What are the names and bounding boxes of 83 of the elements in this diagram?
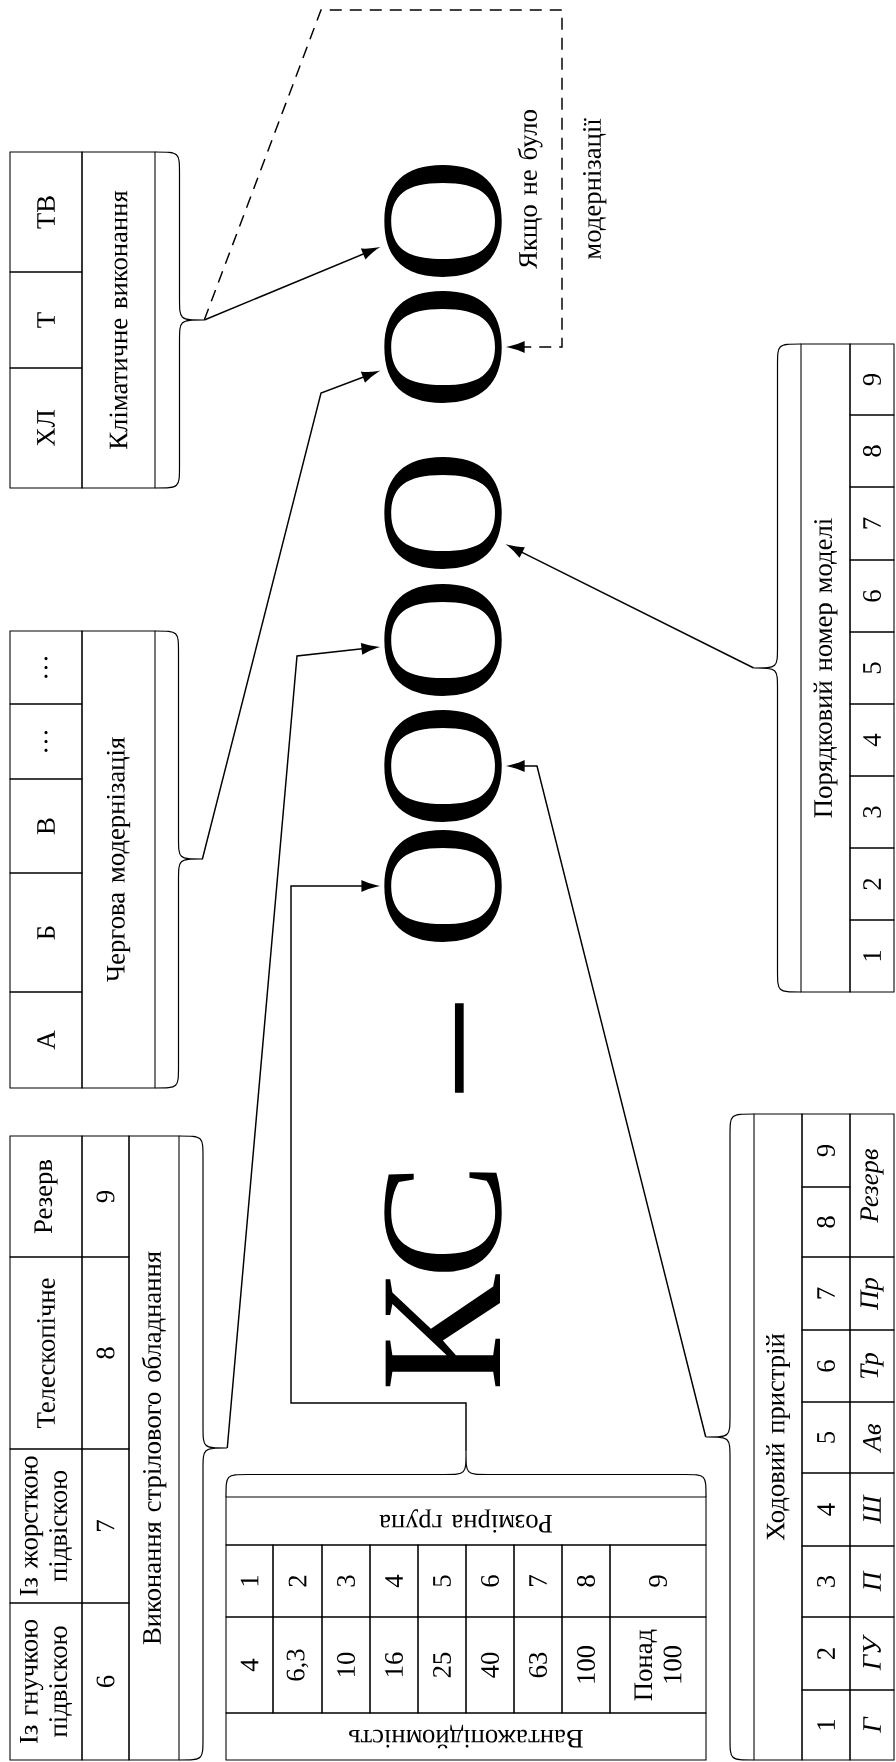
table-cell: 16	[369, 1616, 419, 1714]
table-cell: 9	[801, 1113, 851, 1188]
table-cell: …	[9, 703, 83, 780]
table-cell: Понад 100	[609, 1616, 707, 1714]
table-cell: 8	[801, 1186, 851, 1258]
table-cell: 1	[801, 1689, 851, 1761]
code-letter: О	[384, 710, 502, 822]
table-cell: 2	[849, 847, 895, 921]
table-cell: Г	[849, 1689, 895, 1761]
table-cell: Телескопічне	[9, 1256, 83, 1450]
arrow	[203, 247, 378, 321]
arrow	[507, 545, 755, 669]
arrow	[508, 760, 707, 1438]
code-letter: О	[384, 165, 502, 277]
code-letter: О	[384, 457, 502, 569]
table-cell: 4	[225, 1616, 274, 1714]
code-letter: О	[384, 291, 502, 403]
table-cell: 3	[801, 1545, 851, 1618]
code-letter: О	[384, 830, 502, 942]
table-cell: Ав	[849, 1401, 895, 1474]
table-cell: ТВ	[9, 151, 83, 273]
table-cell: Резерв	[9, 1135, 83, 1258]
table-cell: 10	[321, 1616, 371, 1714]
table-cell: 6	[849, 559, 895, 633]
table-cell: 8	[849, 414, 895, 488]
table-cell: 9	[609, 1544, 707, 1618]
code-dash: –	[454, 1003, 464, 1093]
table-cell: 1	[849, 919, 895, 993]
table-cell: …	[9, 630, 83, 705]
table-cell: 5	[417, 1544, 467, 1618]
table-cell: 40	[465, 1616, 515, 1714]
table-cell: П	[849, 1545, 895, 1618]
table-cell: 3	[321, 1544, 371, 1618]
table-cell: 63	[513, 1616, 563, 1714]
code-letter: О	[384, 584, 502, 696]
table-cell: Резерв	[849, 1113, 895, 1258]
table-cell: Кліматичне виконання	[81, 151, 156, 489]
table-cell: ХЛ	[9, 367, 83, 489]
table-cell: 6	[81, 1602, 130, 1761]
table-cell: 6,3	[272, 1616, 323, 1714]
table-cell: Порядковий номер моделі	[800, 343, 851, 993]
table-cell: Виконання стрілового обладнання	[128, 1135, 180, 1761]
note-text: Якщо не було модернізації	[517, 110, 607, 269]
table-cell: 5	[849, 631, 895, 705]
table-cell: 7	[849, 486, 895, 561]
table-cell: 6	[465, 1544, 515, 1618]
arrow	[201, 371, 378, 861]
table-cell: Ш	[849, 1472, 895, 1547]
table-cell: 9	[81, 1135, 130, 1258]
table-cell: 8	[81, 1256, 130, 1450]
table-cell: Із гнучкою підвіскою	[9, 1602, 83, 1761]
table-cell: 9	[849, 343, 895, 416]
table-cell: 1	[225, 1544, 274, 1618]
table-cell: Тр	[849, 1329, 895, 1403]
table-cell: Вантажопідйомність	[225, 1712, 707, 1761]
arrow	[290, 880, 467, 1453]
table-cell: 4	[801, 1472, 851, 1547]
table-cell: 7	[81, 1448, 130, 1604]
table-cell: 2	[272, 1544, 323, 1618]
table-cell: 7	[513, 1544, 563, 1618]
table-cell: 5	[801, 1401, 851, 1474]
arrow	[203, 9, 563, 353]
table-cell: 2	[801, 1616, 851, 1691]
table-cell: 4	[849, 703, 895, 777]
table-cell: 8	[561, 1544, 611, 1618]
table-cell: Розмірна група	[225, 1496, 707, 1546]
table-cell: Т	[9, 271, 83, 369]
table-cell: ГУ	[849, 1616, 895, 1691]
table-cell: Б	[9, 872, 83, 993]
table-cell: Ходовий пристрій	[753, 1113, 803, 1761]
table-cell: 100	[561, 1616, 611, 1714]
code-letters: КС	[384, 1172, 502, 1387]
table-cell: Чергова модернізація	[81, 630, 156, 1089]
table-cell: 4	[369, 1544, 419, 1618]
table-cell: 6	[801, 1329, 851, 1403]
arrow	[226, 643, 378, 1449]
table-cell: В	[9, 778, 83, 874]
table-cell: 7	[801, 1256, 851, 1331]
table-cell: 25	[417, 1616, 467, 1714]
table-cell: 3	[849, 775, 895, 849]
table-cell: Пр	[849, 1256, 895, 1331]
table-cell: Із жорсткою підвіскою	[9, 1448, 83, 1604]
table-cell: А	[9, 991, 83, 1089]
